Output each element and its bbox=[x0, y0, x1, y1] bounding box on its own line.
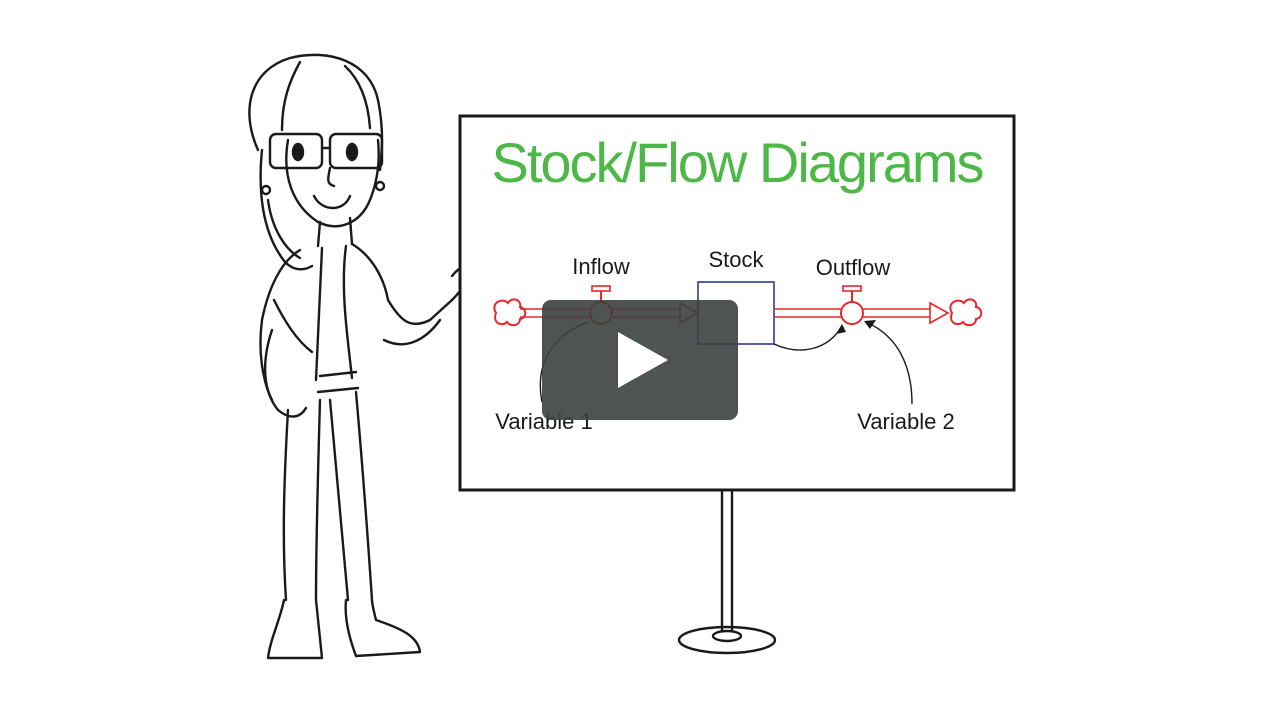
outflow-valve-icon bbox=[840, 285, 864, 325]
outflow-arrowhead-icon bbox=[929, 301, 950, 325]
play-icon bbox=[618, 332, 668, 388]
presenter-illustration bbox=[248, 53, 474, 660]
variable2-label: Variable 2 bbox=[857, 409, 954, 434]
connector-arrowhead-icon bbox=[836, 324, 846, 334]
stock-label: Stock bbox=[708, 247, 764, 272]
board-title: Stock/Flow Diagrams bbox=[491, 131, 982, 194]
sink-cloud-icon bbox=[949, 298, 983, 327]
source-cloud-icon bbox=[493, 298, 527, 327]
easel-stand bbox=[677, 490, 777, 655]
connector-arrowhead-icon bbox=[864, 320, 876, 329]
variable2-connector bbox=[865, 321, 913, 405]
outflow-label: Outflow bbox=[816, 255, 891, 280]
play-button[interactable] bbox=[542, 300, 738, 420]
inflow-label: Inflow bbox=[572, 254, 630, 279]
